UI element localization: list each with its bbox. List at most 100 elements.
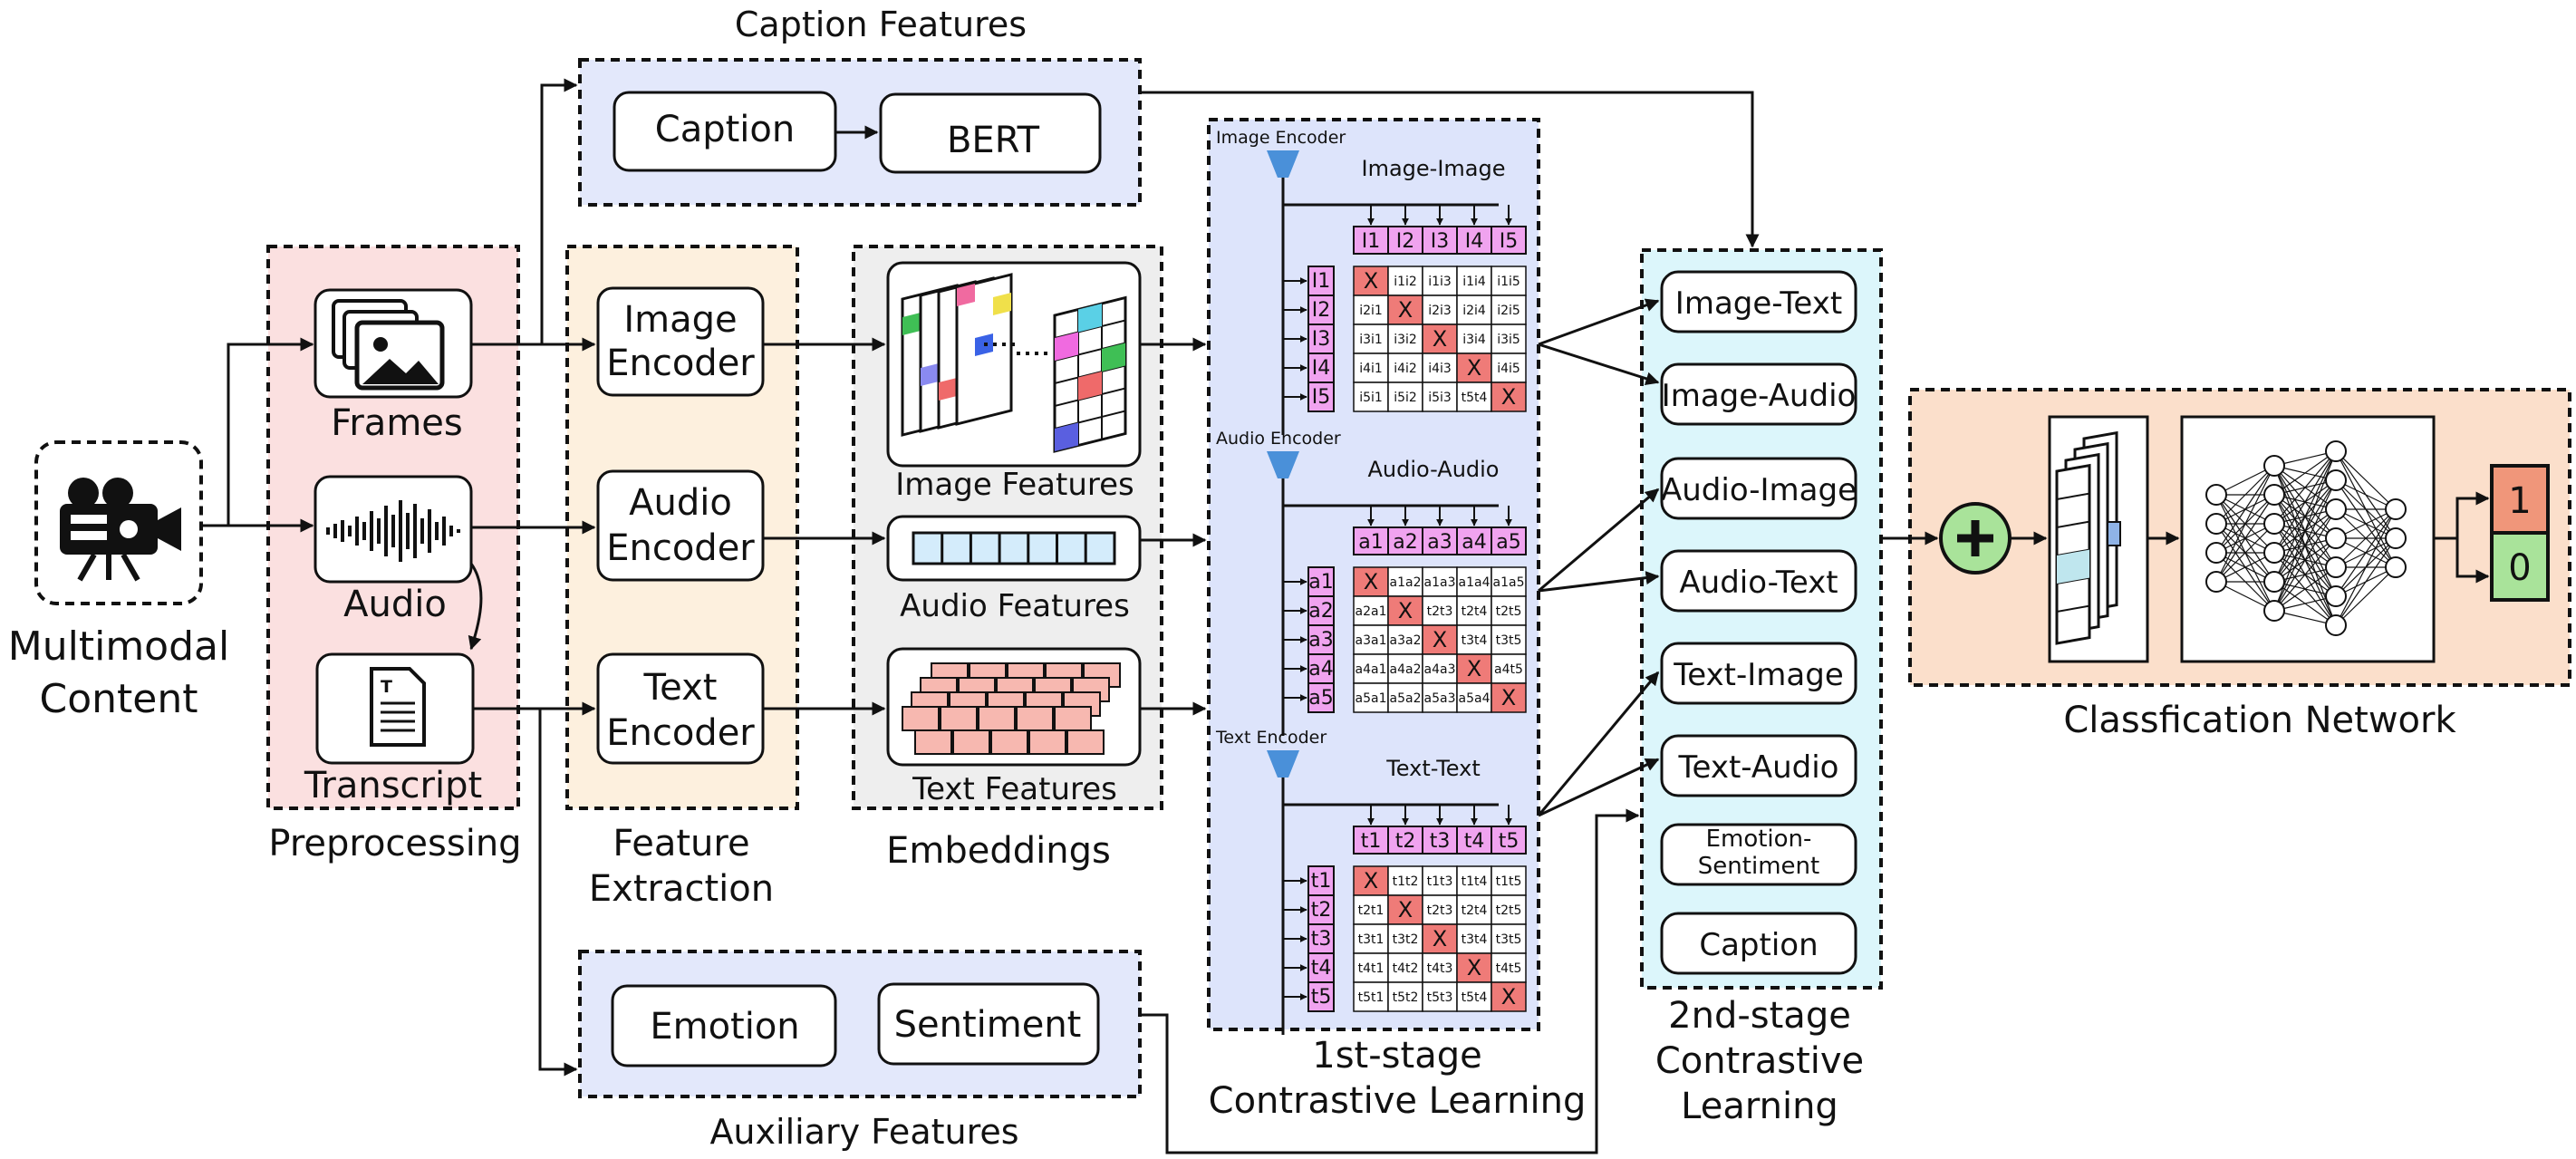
cell-label: t5t2 (1393, 990, 1419, 1005)
video-camera-icon (60, 478, 181, 582)
nn-edge (2335, 537, 2397, 626)
stage2-item-audio-image-label: Audio-Image (1661, 472, 1857, 508)
stage2-item-emotion-sentiment-label: Emotion-Sentiment (1698, 826, 1819, 880)
row-header (1307, 894, 1335, 925)
nn-node (2325, 440, 2347, 462)
cell-label: X (1398, 598, 1413, 623)
text-encoder-label-2: Encoder (606, 712, 755, 754)
similarity-cell (1422, 952, 1458, 983)
nn-node (2325, 498, 2347, 520)
nn-node (2263, 484, 2285, 506)
cell-label: X (1364, 268, 1378, 294)
image-features-label: Image Features (895, 467, 1134, 503)
col-header-label: a3 (1427, 531, 1452, 554)
nn-node (2385, 498, 2407, 520)
cell-label: t2t4 (1462, 604, 1488, 619)
image-encoder-label-1: Image (623, 299, 737, 341)
col-header (1422, 226, 1458, 255)
similarity-cell (1491, 324, 1527, 354)
input-title-2: Content (40, 676, 198, 722)
similarity-cell (1353, 682, 1389, 713)
similarity-cell (1456, 566, 1492, 597)
cell-label: X (1501, 384, 1516, 410)
es-line: Sentiment (1698, 853, 1819, 880)
neural-network (2205, 440, 2407, 636)
similarity-cell (1456, 595, 1492, 626)
stage2-item-caption-label: Caption (1699, 927, 1818, 963)
col-header (1491, 526, 1527, 555)
row-header-label: t3 (1311, 928, 1332, 951)
cell-label: i2i1 (1359, 304, 1383, 318)
cell-label: X (1501, 984, 1516, 1009)
nn-node (2325, 614, 2347, 636)
cell-label: X (1467, 955, 1481, 980)
row-header (1307, 382, 1335, 412)
nn-edge (2335, 566, 2397, 626)
row-header (1307, 923, 1335, 954)
similarity-cell (1456, 923, 1492, 954)
nn-edge (2273, 479, 2337, 612)
caption-label: Caption (655, 109, 795, 150)
cell-label: t2t4 (1462, 903, 1488, 918)
cell-label: a1a2 (1390, 575, 1422, 590)
cell-label: i2i4 (1462, 304, 1486, 318)
cell-label: a4a3 (1424, 662, 1456, 677)
cell-label: t4t5 (1496, 961, 1522, 976)
similarity-cell (1491, 295, 1527, 325)
waveform-icon (326, 500, 460, 562)
cell-label: t4t2 (1393, 961, 1419, 976)
cell-label: a1a5 (1493, 575, 1525, 590)
similarity-cell (1456, 894, 1492, 925)
similarity-cell (1491, 952, 1527, 983)
stage2-item-caption (1660, 912, 1857, 975)
row-header (1307, 266, 1335, 296)
cell-label: t3t4 (1462, 932, 1488, 947)
row-header-label: a5 (1308, 687, 1333, 710)
col-header-label: I2 (1396, 230, 1415, 253)
cell-label: t3t4 (1462, 633, 1488, 648)
cell-label: i4i2 (1394, 362, 1417, 376)
similarity-cell (1387, 353, 1423, 383)
similarity-cell (1491, 353, 1527, 383)
cell-label: t4t3 (1427, 961, 1453, 976)
nn-node (2263, 542, 2285, 564)
row-header-label: a4 (1308, 658, 1333, 681)
col-header (1387, 226, 1423, 255)
audio-features-label: Audio Features (900, 588, 1130, 624)
cell-label: a5a2 (1390, 691, 1422, 706)
col-header (1491, 826, 1527, 855)
nn-node (2325, 556, 2347, 578)
cell-label: i4i5 (1497, 362, 1520, 376)
nn-edge (2335, 508, 2397, 626)
text-feature-blocks (902, 662, 1121, 755)
diagonal-cell (1387, 595, 1423, 626)
stage2-item-image-audio-label: Image-Audio (1662, 378, 1857, 414)
cell-label: i4i1 (1359, 362, 1383, 376)
bert-box (879, 92, 1102, 174)
stage1-label-2: Contrastive Learning (1209, 1080, 1587, 1122)
col-header-label: a2 (1393, 531, 1417, 554)
encoder-name: Image Encoder (1216, 128, 1346, 148)
similarity-cell (1491, 624, 1527, 655)
image-feature-maps (901, 273, 1127, 453)
nn-node (2385, 556, 2407, 578)
cell-label: i1i2 (1394, 275, 1417, 289)
es-line: Emotion- (1706, 826, 1812, 853)
cell-label: t1t5 (1496, 874, 1522, 889)
row-header (1307, 324, 1335, 354)
cell-label: t3t1 (1358, 932, 1384, 947)
cell-label: X (1467, 656, 1481, 681)
cell-label: t1t3 (1427, 874, 1453, 889)
row-header-label: I1 (1312, 270, 1331, 293)
diagonal-cell (1456, 952, 1492, 983)
col-header-label: I5 (1500, 230, 1519, 253)
cell-label: t5t1 (1358, 990, 1384, 1005)
row-header-label: I4 (1312, 357, 1331, 380)
audio-encoder-label-1: Audio (629, 482, 732, 524)
nn-edge (2273, 450, 2337, 554)
cell-label: i4i3 (1428, 362, 1452, 376)
cell-label: t2t5 (1496, 903, 1522, 918)
row-header-label: a3 (1308, 629, 1333, 652)
